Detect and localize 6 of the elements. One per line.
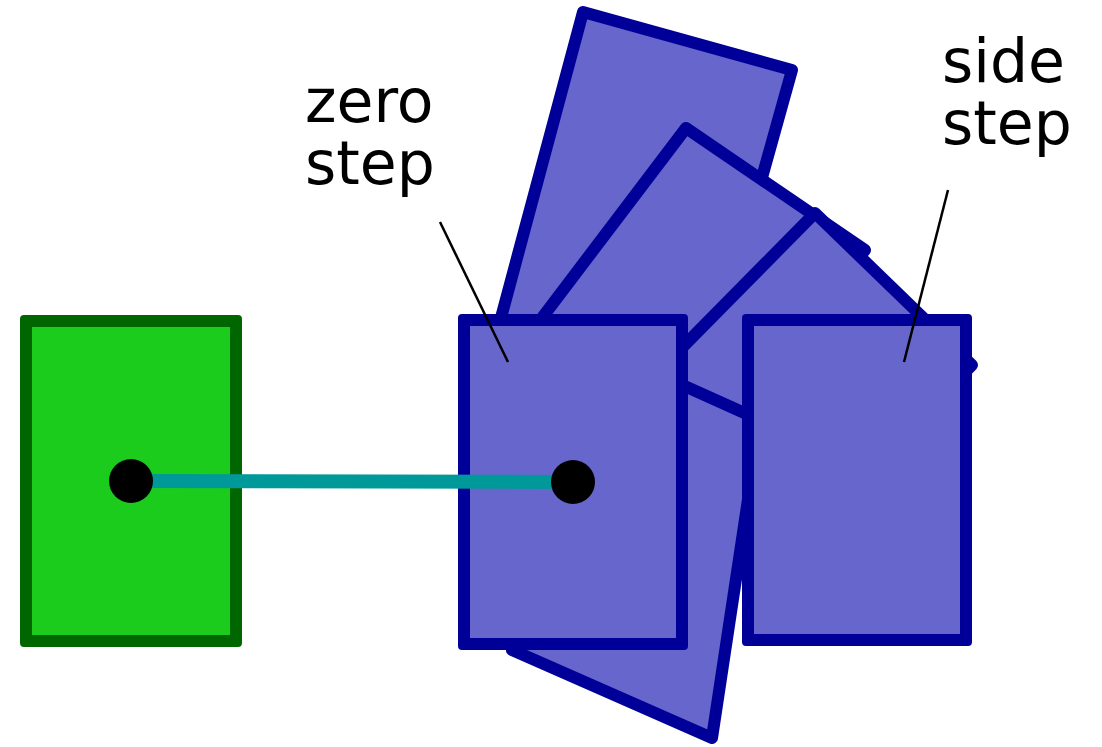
- rectangle-block: [742, 314, 972, 646]
- leader-line: [438, 221, 510, 363]
- connector-rod: [109, 459, 595, 504]
- rectangle-block: [458, 314, 688, 650]
- rectangle-block: [20, 315, 242, 647]
- leader-line: [902, 189, 950, 363]
